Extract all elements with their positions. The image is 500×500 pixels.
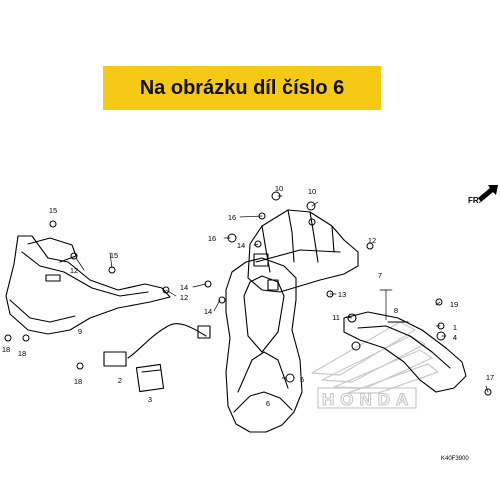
left-side-cover [5, 235, 171, 335]
honda-wing-logo [311, 321, 439, 409]
callout-9: 9 [78, 327, 82, 336]
diagram-code: K40F3900 [441, 456, 469, 462]
callout-16-a: 16 [208, 234, 216, 243]
part-number-banner: Na obrázku díl číslo 6 [103, 66, 381, 110]
callout-10-a: 10 [275, 184, 283, 193]
sensor-harness [103, 323, 211, 367]
callout-17: 17 [486, 373, 494, 382]
callout-14-b: 14 [204, 307, 212, 316]
watermark-text: HONDA [322, 390, 414, 409]
callout-2: 2 [118, 376, 122, 385]
callout-12-center: 12 [180, 293, 188, 302]
callout-11: 11 [332, 313, 340, 322]
callout-7: 7 [378, 271, 382, 280]
callout-14-c: 14 [237, 241, 245, 250]
inner-bracket [247, 209, 359, 293]
callout-5: 5 [300, 375, 304, 384]
callout-4: 4 [453, 333, 457, 342]
callout-13: 13 [338, 290, 346, 299]
front-fender [225, 257, 303, 433]
callout-3: 3 [148, 395, 152, 404]
callout-1: 1 [453, 323, 457, 332]
callout-12-right: 12 [368, 236, 376, 245]
callout-6: 6 [266, 399, 270, 408]
arrow-icon [478, 185, 498, 202]
banner-text: Na obrázku díl číslo 6 [139, 76, 345, 99]
direction-label: FR. [468, 196, 481, 205]
front-direction-arrow: FR. [468, 185, 498, 205]
callout-18-c: 18 [74, 377, 82, 386]
callout-labels: 15 12 15 9 18 18 12 18 2 3 14 14 16 16 1… [2, 184, 494, 408]
reflector [135, 363, 165, 393]
callout-8: 8 [394, 306, 398, 315]
callout-15-mid: 15 [110, 251, 118, 260]
callout-18-a: 18 [2, 345, 10, 354]
right-side-cover [343, 311, 467, 393]
leader-lines [75, 195, 489, 393]
callout-14-a: 14 [180, 283, 188, 292]
callout-16-b: 16 [228, 213, 236, 222]
callout-10-b: 10 [308, 187, 316, 196]
callout-12-left: 12 [70, 266, 78, 275]
callout-19: 19 [450, 300, 458, 309]
callout-15-top: 15 [49, 206, 57, 215]
callout-18-b: 18 [18, 349, 26, 358]
